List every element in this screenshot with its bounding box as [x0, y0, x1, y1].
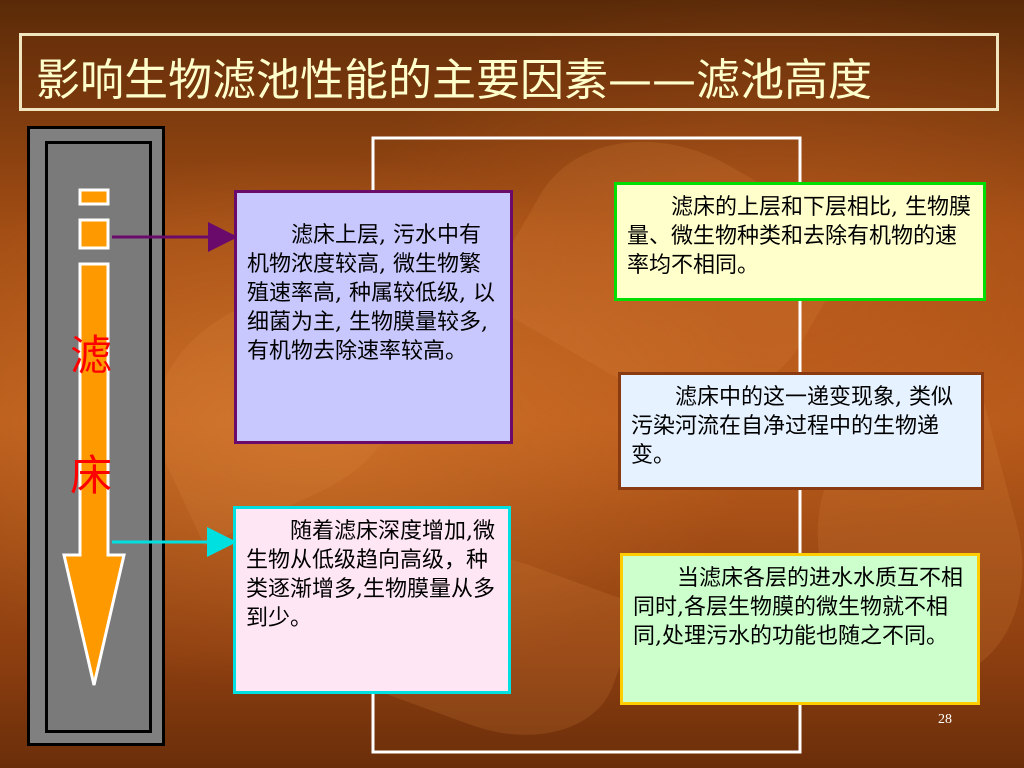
page-number: 28	[938, 712, 952, 727]
depth-increase-box: 随着滤床深度增加,微生物从低级趋向高级，种类逐渐增多,生物膜量从多到少。	[233, 506, 511, 694]
filter-bed-char: 滤	[70, 331, 113, 380]
bracket-line-bottom	[371, 694, 802, 754]
depth-arrow-icon	[62, 188, 126, 686]
slide-title: 影响生物滤池性能的主要因素——滤池高度	[36, 55, 872, 106]
filter-bed-char: 床	[70, 451, 113, 500]
upper-layer-box: 滤床上层, 污水中有机物浓度较高, 微生物繁殖速率高, 种属较低级, 以细菌为主…	[234, 190, 513, 444]
gradual-change-box: 滤床中的这一递变现象, 类似污染河流在自净过程中的生物递变。	[618, 372, 984, 490]
bracket-line-top	[371, 136, 802, 190]
layer-compare-box: 滤床的上层和下层相比, 生物膜量、微生物种类和去除有机物的速率均不相同。	[614, 182, 986, 301]
water-quality-box: 当滤床各层的进水水质互不相同时,各层生物膜的微生物就不相同,处理污水的功能也随之…	[620, 553, 980, 705]
title-box: 影响生物滤池性能的主要因素——滤池高度	[19, 33, 999, 111]
